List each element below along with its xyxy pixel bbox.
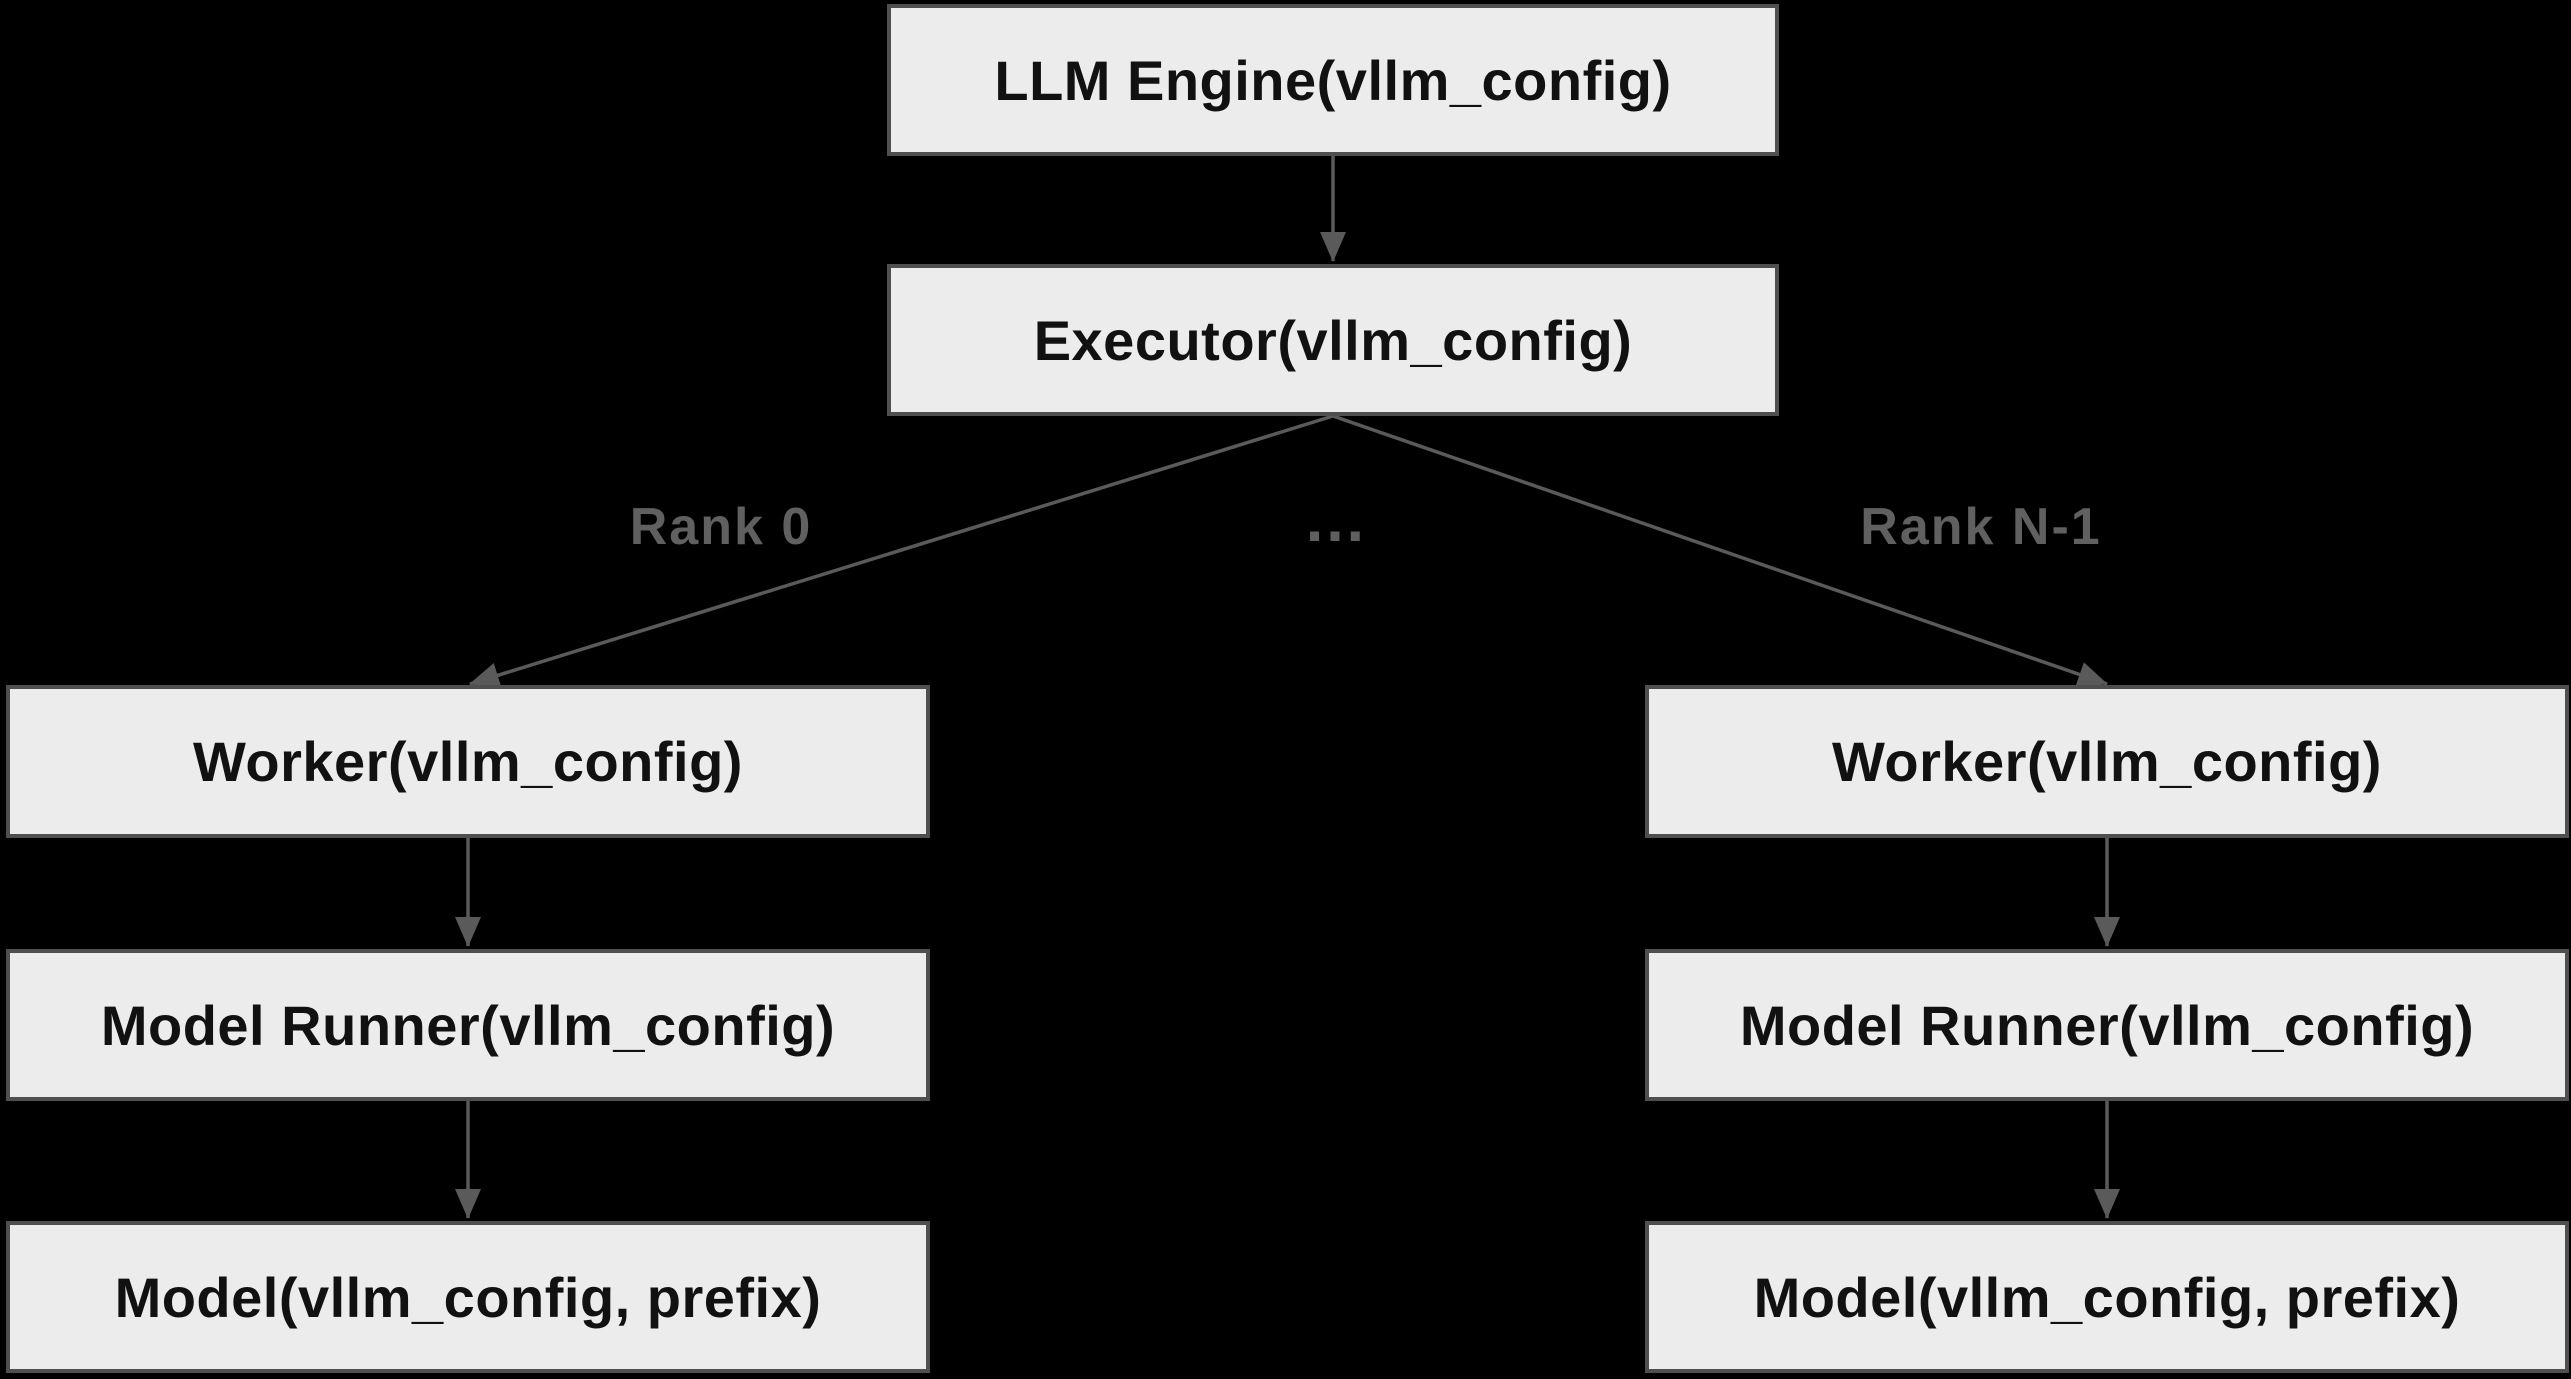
node-model-right-label: Model(vllm_config, prefix) — [1753, 1265, 2461, 1329]
node-model-runner-left: Model Runner(vllm_config) — [6, 949, 930, 1101]
arrow-executor-to-worker-left — [469, 414, 1334, 688]
node-model-runner-right: Model Runner(vllm_config) — [1645, 949, 2569, 1101]
node-worker-right-label: Worker(vllm_config) — [1832, 730, 2382, 793]
node-model-runner-left-label: Model Runner(vllm_config) — [100, 993, 836, 1057]
node-llm-engine-label: LLM Engine(vllm_config) — [994, 48, 1672, 112]
node-model-left: Model(vllm_config, prefix) — [6, 1221, 930, 1373]
edge-label-rank-0: Rank 0 — [629, 498, 813, 556]
node-model-runner-right-label: Model Runner(vllm_config) — [1739, 993, 2475, 1057]
arrow-executor-to-worker-right — [1332, 414, 2108, 687]
node-worker-left: Worker(vllm_config) — [6, 685, 930, 838]
node-executor: Executor(vllm_config) — [887, 264, 1779, 416]
node-model-left-label: Model(vllm_config, prefix) — [114, 1265, 822, 1329]
node-llm-engine: LLM Engine(vllm_config) — [887, 4, 1779, 156]
node-executor-label: Executor(vllm_config) — [1033, 308, 1633, 372]
node-model-right: Model(vllm_config, prefix) — [1645, 1221, 2569, 1373]
edge-label-ellipsis: … — [1303, 483, 1367, 555]
node-worker-right: Worker(vllm_config) — [1645, 685, 2569, 838]
edge-label-rank-n: Rank N-1 — [1860, 498, 2102, 556]
node-worker-left-label: Worker(vllm_config) — [193, 730, 743, 793]
